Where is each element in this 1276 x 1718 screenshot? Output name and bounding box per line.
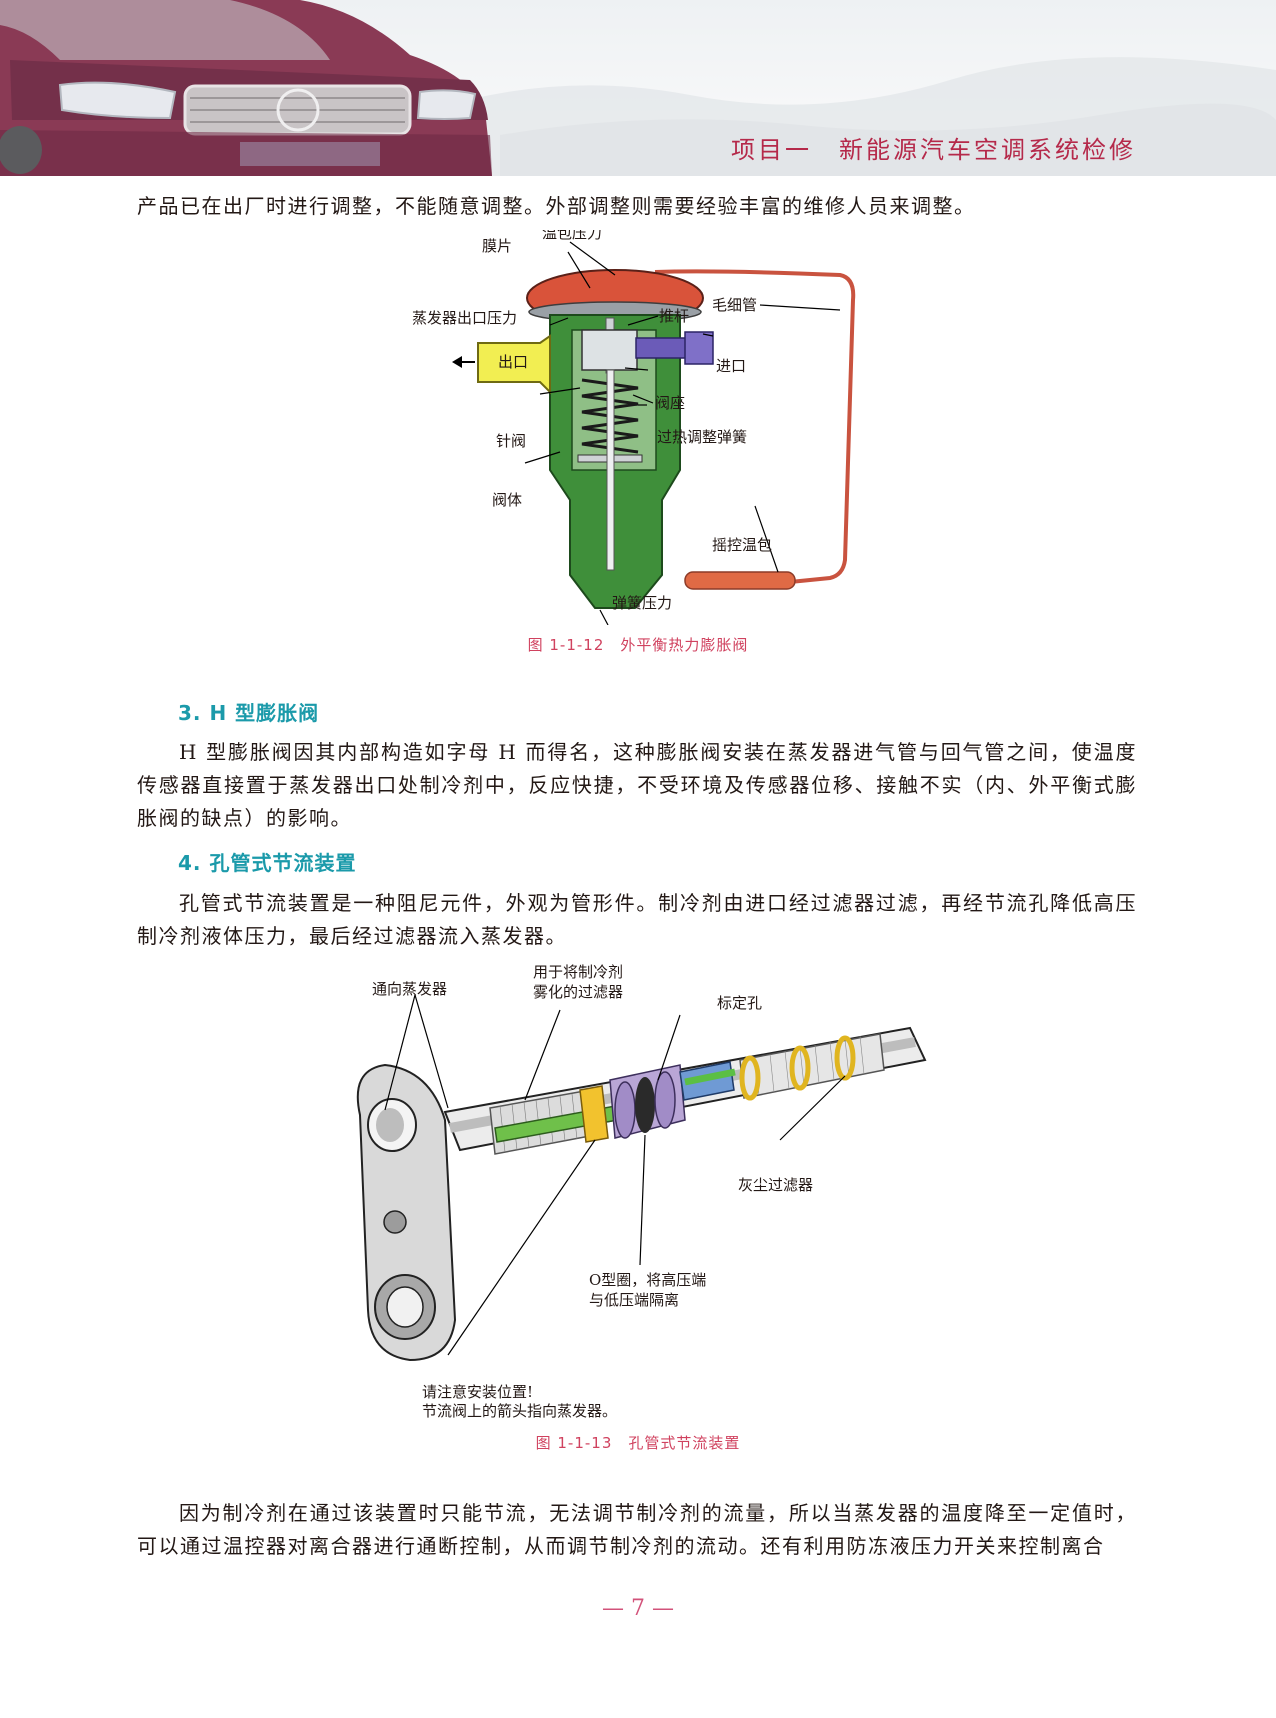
label-guolvqi-line2: 雾化的过滤器 — [533, 983, 623, 1001]
dust-filter — [739, 1033, 885, 1099]
label-huichen-guolvqi: 灰尘过滤器 — [738, 1176, 813, 1194]
header-banner: 项目一 新能源汽车空调系统检修 — [0, 0, 1276, 176]
label-oxingquan-line2: 与低压端隔离 — [589, 1291, 679, 1309]
label-biaodingkong: 标定孔 — [717, 994, 762, 1012]
label-jinkou: 进口 — [716, 357, 746, 375]
label-chukou: 出口 — [498, 353, 528, 371]
inlet-pipe — [635, 337, 692, 359]
section4-paragraph: 孔管式节流装置是一种阻尼元件，外观为管形件。制冷剂由进口经过滤器过滤，再经节流孔… — [137, 891, 1137, 948]
closing-paragraph: 因为制冷剂在通过该装置时只能节流，无法调节制冷剂的流量，所以当蒸发器的温度降至一… — [137, 1501, 1137, 1558]
section3-heading: 3. H 型膨胀阀 — [178, 701, 320, 725]
page-header-title: 项目一 新能源汽车空调系统检修 — [731, 136, 1136, 164]
label-guolvqi-line1: 用于将制冷剂 — [533, 963, 623, 981]
label-fazuo: 阀座 — [655, 394, 685, 412]
page-number: — 7 — — [602, 1596, 674, 1621]
label-tanhuang-yali: 弹簧压力 — [612, 594, 672, 612]
section4-heading: 4. 孔管式节流装置 — [178, 851, 357, 875]
section3-paragraph: H 型膨胀阀因其内部构造如字母 H 而得名，这种膨胀阀安装在蒸发器进气管与回气管… — [137, 740, 1137, 830]
label-yaokong-wenbao: 摇控温包 — [712, 536, 772, 554]
label-wenbao-yali: 温包压力 — [542, 230, 602, 242]
yellow-clip — [579, 1085, 609, 1143]
label-tongxiang-zhengfaqi: 通向蒸发器 — [372, 980, 447, 998]
label-tuigan: 推杆 — [659, 307, 689, 325]
label-mopian: 膜片 — [482, 237, 512, 255]
capillary-tube — [654, 269, 856, 584]
intro-paragraph: 产品已在出厂时进行调整，不能随意调整。外部调整则需要经验丰富的维修人员来调整。 — [137, 194, 976, 218]
needle-valve — [606, 369, 615, 571]
label-zhenfa: 针阀 — [496, 432, 526, 450]
label-maoxiguan: 毛细管 — [712, 296, 757, 314]
label-guore-tiaozheng-tanhuang: 过热调整弹簧 — [657, 428, 747, 446]
remote-bulb — [684, 571, 796, 590]
label-oxingquan-line1: O型圈，将高压端 — [589, 1271, 706, 1289]
expansion-valve-diagram: 温包压力 膜片 毛细管 蒸发器出口压力 推杆 进口 出口 阀座 针阀 过热调整弹… — [412, 230, 856, 625]
label-zhuyi-line2: 节流阀上的箭头指向蒸发器。 — [422, 1402, 617, 1420]
orifice-tube-diagram: 通向蒸发器 用于将制冷剂 雾化的过滤器 标定孔 灰尘过滤器 O型圈，将高压端 与… — [356, 963, 927, 1420]
figure1-caption: 图 1-1-12 外平衡热力膨胀阀 — [527, 636, 749, 654]
figure2-caption: 图 1-1-13 孔管式节流装置 — [535, 1434, 741, 1452]
label-zhuyi-line1: 请注意安装位置! — [422, 1383, 533, 1401]
label-fati: 阀体 — [492, 491, 522, 509]
car-illustration — [0, 0, 1276, 176]
label-zhengfaqi-chukou-yali: 蒸发器出口压力 — [412, 309, 517, 327]
